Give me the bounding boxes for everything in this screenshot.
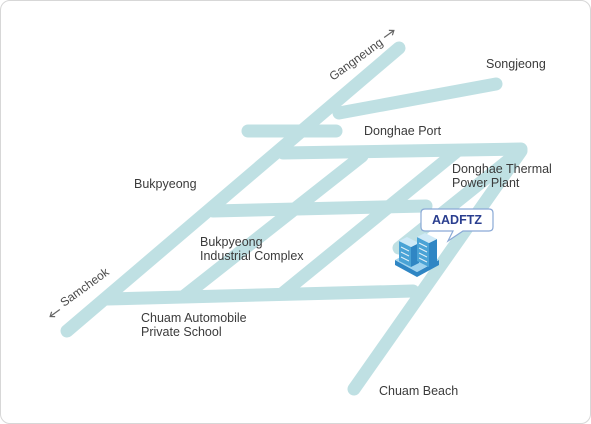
label-chuam-beach: Chuam Beach xyxy=(379,384,458,398)
label-bukpyeong: Bukpyeong xyxy=(134,177,197,191)
road-gangneung-samcheok xyxy=(60,41,406,338)
road-network xyxy=(60,41,528,396)
callout-label: AADFTZ xyxy=(432,213,482,227)
arrow-icon xyxy=(49,308,61,318)
label-school-line2: Private School xyxy=(141,325,222,339)
callout-aadftz[interactable]: AADFTZ xyxy=(420,208,494,243)
callout-bubble xyxy=(420,208,494,243)
building-icon xyxy=(395,233,439,277)
label-industrial-line1: Bukpyeong xyxy=(200,235,263,249)
arrow-icon xyxy=(383,29,395,39)
road-diagonal-2 xyxy=(276,145,463,300)
label-thermal-line2: Power Plant xyxy=(452,176,520,190)
road-diagonal-1 xyxy=(176,149,369,304)
road-diagonal-3 xyxy=(392,144,527,255)
road-grid-bottom xyxy=(100,284,420,306)
label-donghae-port: Donghae Port xyxy=(364,124,442,138)
label-songjeong: Songjeong xyxy=(486,57,546,71)
road-chuam-beach xyxy=(347,144,528,396)
road-songjeong xyxy=(332,77,503,120)
road-grid-top xyxy=(276,142,528,160)
label-thermal-line1: Donghae Thermal xyxy=(452,162,552,176)
label-school-line1: Chuam Automobile xyxy=(141,311,247,325)
label-industrial-line2: Industrial Complex xyxy=(200,249,304,263)
